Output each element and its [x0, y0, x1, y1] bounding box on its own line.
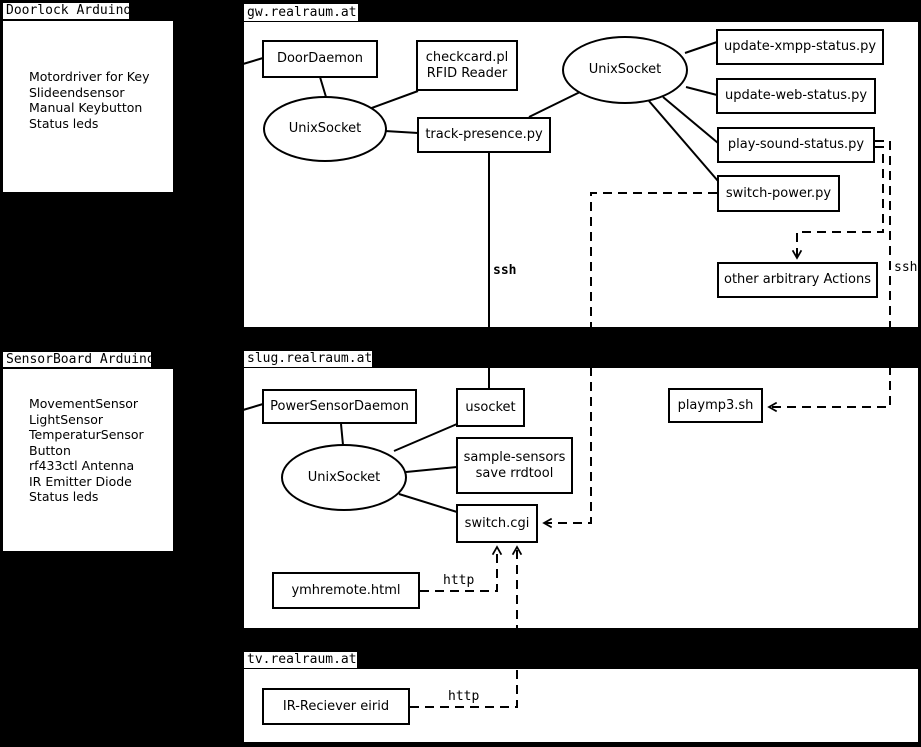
edge-unixsocket-samplesensors — [405, 466, 458, 473]
node-unixsocket-slug: UnixSocket — [281, 444, 407, 511]
node-other-arbitrary-actions: other arbitrary Actions — [717, 262, 878, 298]
cluster-slug-label: slug.realraum.at — [243, 350, 373, 368]
edge-powersensordaemon-unixsocket — [340, 423, 344, 446]
node-usocket: usocket — [456, 388, 525, 427]
edge-switchpower-switchcgi-dashed — [542, 192, 717, 529]
node-doordaemon: DoorDaemon — [262, 40, 378, 78]
node-update-web-status: update-web-status.py — [716, 78, 876, 114]
edge-playsound-playmp3-ssh-dashed — [767, 140, 891, 413]
edge-label-http-ymh: http — [443, 573, 475, 588]
edge-doordaemon-unixsocket — [319, 76, 327, 98]
node-unixsocket-gw: UnixSocket — [263, 96, 387, 162]
node-powersensordaemon: PowerSensorDaemon — [262, 389, 417, 424]
node-switch-cgi: switch.cgi — [456, 504, 538, 543]
cluster-tv-label: tv.realraum.at — [243, 651, 358, 669]
edge-trackpresence-unixsocket2 — [528, 91, 581, 118]
node-ir-reciever: IR-Reciever eirid — [262, 688, 410, 725]
edge-label-ssh-play: ssh — [894, 260, 918, 275]
node-play-sound-status: play-sound-status.py — [717, 127, 875, 163]
edge-unixsocket2-xmpp — [684, 41, 718, 54]
edge-doorlock-doordaemon — [242, 57, 264, 65]
edge-unixsocket-trackpresence — [384, 130, 419, 134]
doorlock-arduino-box: Motordriver for Key Slideendsensor Manua… — [2, 20, 174, 193]
node-update-xmpp-status: update-xmpp-status.py — [716, 29, 884, 65]
cluster-gw-label: gw.realraum.at — [243, 3, 359, 22]
edge-unixsocket-switchcgi — [398, 493, 458, 513]
edge-playsound-otheractions-dashed — [791, 146, 884, 260]
edge-label-ssh-track: ssh — [493, 263, 517, 278]
edge-checkcard-unixsocket — [368, 90, 419, 110]
edge-unixsocket2-web — [685, 86, 718, 96]
node-track-presence: track-presence.py — [417, 117, 551, 153]
node-checkcard-rfid: checkcard.pl RFID Reader — [416, 40, 518, 91]
doorlock-arduino-label: Doorlock Arduino — [2, 2, 131, 20]
edge-label-http-ir: http — [448, 689, 480, 704]
edge-irreciever-switchcgi-http-dashed — [410, 545, 523, 708]
edge-ymhremote-switchcgi-http-dashed — [420, 545, 503, 592]
edge-unixsocket2-power — [648, 100, 719, 182]
node-switch-power: switch-power.py — [717, 175, 840, 212]
node-unixsocket-gw2: UnixSocket — [562, 36, 688, 104]
sensorboard-arduino-label: SensorBoard Arduino — [2, 351, 155, 368]
sensorboard-arduino-box: MovementSensor LightSensor TemperaturSen… — [2, 368, 174, 552]
edge-sensorboard-powersensordaemon — [242, 403, 264, 411]
node-playmp3: playmp3.sh — [668, 388, 763, 423]
edge-unixsocket2-sound — [662, 96, 719, 144]
node-sample-sensors: sample-sensors save rrdtool — [456, 437, 573, 494]
edge-unixsocket-usocket — [393, 423, 458, 452]
node-ymhremote: ymhremote.html — [272, 572, 420, 609]
